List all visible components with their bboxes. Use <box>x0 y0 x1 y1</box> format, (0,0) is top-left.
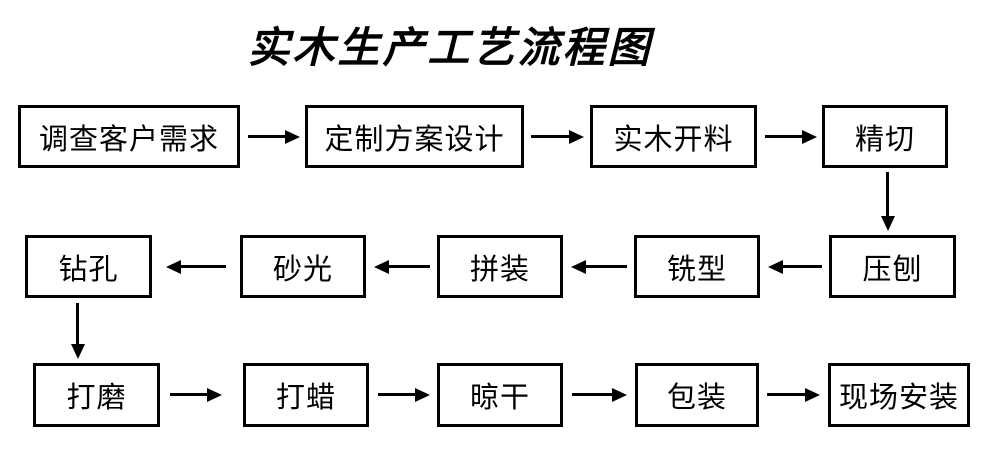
page-title: 实木生产工艺流程图 <box>247 23 653 72</box>
flow-step-sanding: 砂光 <box>240 235 366 298</box>
arrow-right-icon <box>572 387 627 402</box>
arrow-right-icon <box>765 129 817 144</box>
arrow-left-icon <box>166 259 226 274</box>
arrow-right-icon <box>378 387 430 402</box>
flow-step-planing: 压刨 <box>829 235 956 298</box>
flow-step-drilling: 钻孔 <box>25 235 152 298</box>
flow-step-waxing: 打蜡 <box>243 363 369 427</box>
arrow-right-icon <box>248 129 300 144</box>
flow-step-survey-customer-needs: 调查客户需求 <box>18 105 240 168</box>
arrow-down-icon <box>70 303 85 359</box>
flow-step-drying: 晾干 <box>437 363 563 427</box>
flow-step-milling: 铣型 <box>634 235 760 298</box>
arrow-left-icon <box>768 259 822 274</box>
arrow-right-icon <box>170 387 222 402</box>
flow-step-wood-cutting: 实木开料 <box>590 105 757 168</box>
flow-step-assembly: 拼装 <box>437 235 563 298</box>
arrow-down-icon <box>880 172 895 231</box>
arrow-right-icon <box>531 129 584 144</box>
arrow-left-icon <box>374 259 430 274</box>
flow-step-custom-design: 定制方案设计 <box>305 105 524 168</box>
flow-step-onsite-installation: 现场安装 <box>828 363 970 427</box>
arrow-left-icon <box>571 259 627 274</box>
flow-step-packaging: 包装 <box>635 363 759 427</box>
arrow-right-icon <box>767 387 820 402</box>
flow-step-polishing: 打磨 <box>33 363 160 427</box>
flow-step-fine-cutting: 精切 <box>822 105 948 168</box>
